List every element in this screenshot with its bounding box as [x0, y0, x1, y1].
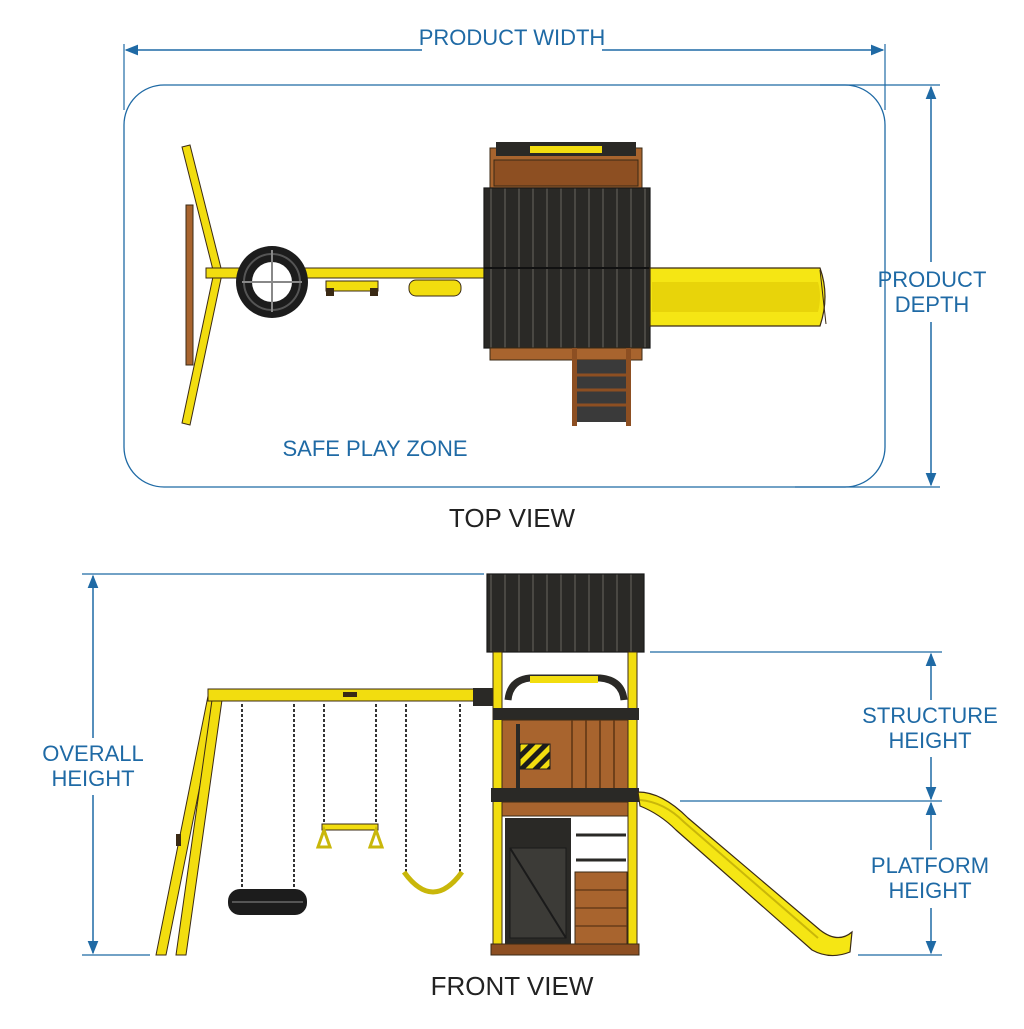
product-depth-label-line-2: DEPTH [894, 292, 970, 317]
structure-height-label-line-1: STRUCTURE [862, 703, 998, 728]
product-depth-label-line-1: PRODUCT [877, 267, 987, 292]
tire-swing-top [236, 246, 308, 318]
a-frame-top [181, 144, 223, 426]
safe-play-zone-outline [123, 84, 886, 488]
product-width-label: PRODUCT WIDTH [418, 25, 606, 50]
front-view [82, 573, 942, 957]
front-view-title: FRONT VIEW [430, 971, 594, 1001]
top-view [123, 44, 940, 488]
platform-height-label-line-2: HEIGHT [888, 878, 972, 903]
ladder-top [572, 348, 631, 426]
platform-height-label-line-1: PLATFORM [870, 853, 990, 878]
swing-chains [241, 704, 461, 892]
trapeze-front [315, 823, 385, 849]
safe-play-zone-label: SAFE PLAY ZONE [282, 436, 468, 461]
top-view-title: TOP VIEW [448, 503, 576, 533]
structure-height-label-line-2: HEIGHT [888, 728, 972, 753]
a-frame-front [155, 695, 223, 956]
fort-front [486, 573, 645, 956]
trapeze-top [325, 280, 379, 296]
structure-height-dimension [650, 651, 942, 802]
fort-top [483, 142, 651, 361]
overall-height-label-line-1: OVERALL [42, 741, 144, 766]
product-width-dimension [123, 44, 886, 110]
belt-swing-front [401, 870, 465, 895]
slide-top [649, 267, 827, 327]
belt-swing-top [408, 279, 462, 297]
slide-edge-front [639, 799, 819, 939]
platform-height-dimension [858, 801, 942, 956]
overall-height-dimension [82, 573, 484, 956]
tire-swing-front [228, 889, 307, 915]
overall-height-label-line-2: HEIGHT [51, 766, 135, 791]
swing-beam-front [207, 688, 495, 706]
